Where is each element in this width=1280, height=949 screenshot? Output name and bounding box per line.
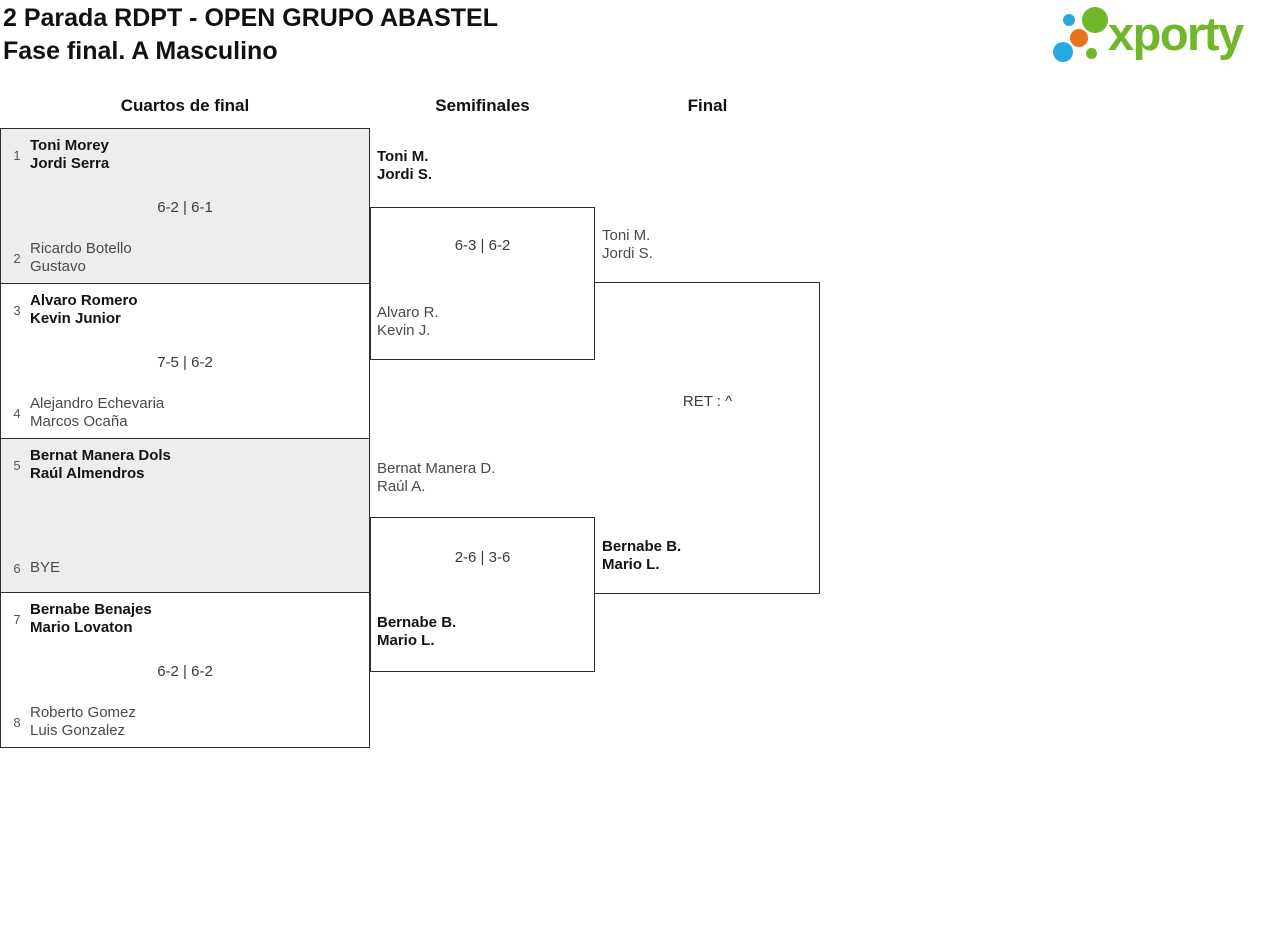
- team-entry: 1 Toni Morey Jordi Serra: [9, 137, 109, 173]
- round-header-quarterfinals: Cuartos de final: [120, 96, 250, 115]
- player-name: Roberto Gomez: [30, 704, 136, 721]
- final-team1-names: Toni M. Jordi S.: [602, 227, 653, 263]
- team-names: Ricardo Botello Gustavo: [30, 240, 132, 276]
- tournament-title: 2 Parada RDPT - OPEN GRUPO ABASTEL: [3, 4, 498, 32]
- sf2-team1-names: Bernat Manera D. Raúl A.: [377, 460, 495, 496]
- seed-number: 6: [13, 560, 21, 576]
- team-names: Alejandro Echevaria Marcos Ocaña: [30, 395, 164, 431]
- player-name: Marcos Ocaña: [30, 413, 128, 430]
- round-header-final: Final: [687, 96, 728, 115]
- logo-dot-blue-large-icon: [1053, 42, 1073, 62]
- sf2-team2-names: Bernabe B. Mario L.: [377, 614, 456, 650]
- player-name: Raúl A.: [377, 478, 426, 495]
- seed-number: 3: [13, 302, 21, 318]
- player-name: Bernabe B.: [377, 614, 457, 631]
- logo-dot-orange-icon: [1070, 29, 1088, 47]
- player-name: Mario L.: [377, 632, 435, 649]
- phase-subtitle: Fase final. A Masculino: [3, 37, 278, 65]
- team-names: Bernat Manera Dols Raúl Almendros: [30, 447, 171, 483]
- qf-match-2: 3 Alvaro Romero Kevin Junior 7-5 | 6-2 4…: [1, 284, 369, 439]
- player-name: Toni Morey: [30, 137, 109, 154]
- team-names: BYE: [30, 559, 60, 577]
- seed-number: 1: [13, 147, 21, 163]
- player-name: Alvaro R.: [377, 304, 439, 321]
- quarterfinals-column: 1 Toni Morey Jordi Serra 6-2 | 6-1 2 Ric…: [0, 128, 370, 748]
- player-name: Bernat Manera D.: [377, 460, 496, 477]
- logo-dot-blue-small-icon: [1063, 14, 1075, 26]
- final-match-box: [595, 282, 820, 594]
- final-team2-names: Bernabe B. Mario L.: [602, 538, 681, 574]
- player-name: Jordi Serra: [30, 155, 110, 172]
- player-name: Toni M.: [602, 227, 651, 244]
- team-names: Bernabe Benajes Mario Lovaton: [30, 601, 152, 637]
- player-name: Kevin Junior: [30, 310, 121, 327]
- match-score: 7-5 | 6-2: [157, 354, 213, 371]
- sf2-score: 2-6 | 3-6: [454, 549, 511, 566]
- player-name: Alvaro Romero: [30, 292, 138, 309]
- seed-number: 4: [13, 405, 21, 421]
- qf-match-4: 7 Bernabe Benajes Mario Lovaton 6-2 | 6-…: [1, 593, 369, 747]
- page-title: 2 Parada RDPT - OPEN GRUPO ABASTEL Fase …: [3, 2, 763, 68]
- player-name: Jordi S.: [602, 245, 653, 262]
- logo-dot-green-large-icon: [1082, 7, 1108, 33]
- player-name: Toni M.: [377, 148, 429, 165]
- team-names: Roberto Gomez Luis Gonzalez: [30, 704, 136, 740]
- player-name: Bernabe B.: [602, 538, 682, 555]
- seed-number: 5: [13, 457, 21, 473]
- seed-number: 8: [13, 714, 21, 730]
- team-entry: 6 BYE: [9, 550, 60, 586]
- team-names: Alvaro Romero Kevin Junior: [30, 292, 138, 328]
- team-entry: 4 Alejandro Echevaria Marcos Ocaña: [9, 395, 164, 431]
- player-name: Ricardo Botello: [30, 240, 132, 257]
- player-name: Bernat Manera Dols: [30, 447, 171, 464]
- logo-dot-green-small-icon: [1086, 48, 1097, 59]
- player-name: Luis Gonzalez: [30, 722, 126, 739]
- player-name: Jordi S.: [377, 166, 433, 183]
- player-name: Alejandro Echevaria: [30, 395, 165, 412]
- qf-match-3: 5 Bernat Manera Dols Raúl Almendros 6 BY…: [1, 439, 369, 593]
- seed-number: 7: [13, 611, 21, 627]
- player-name: Bernabe Benajes: [30, 601, 152, 618]
- sf-match-2-box: [370, 517, 595, 672]
- logo-wordmark: xporty: [1108, 7, 1244, 60]
- xporty-logo[interactable]: xporty: [1050, 0, 1278, 78]
- team-entry: 7 Bernabe Benajes Mario Lovaton: [9, 601, 152, 637]
- sf1-score: 6-3 | 6-2: [454, 237, 511, 254]
- sf-match-1-box: [370, 207, 595, 360]
- match-score: 6-2 | 6-2: [157, 663, 213, 680]
- player-name: BYE: [30, 559, 61, 576]
- sf1-team1-names: Toni M. Jordi S.: [377, 148, 432, 184]
- player-name: Gustavo: [30, 258, 86, 275]
- player-name: Raúl Almendros: [30, 465, 145, 482]
- team-names: Toni Morey Jordi Serra: [30, 137, 109, 173]
- sf1-team2-names: Alvaro R. Kevin J.: [377, 304, 439, 340]
- player-name: Mario L.: [602, 556, 660, 573]
- player-name: Mario Lovaton: [30, 619, 133, 636]
- team-entry: 5 Bernat Manera Dols Raúl Almendros: [9, 447, 171, 483]
- team-entry: 2 Ricardo Botello Gustavo: [9, 240, 132, 276]
- qf-match-1: 1 Toni Morey Jordi Serra 6-2 | 6-1 2 Ric…: [1, 129, 369, 284]
- seed-number: 2: [13, 250, 21, 266]
- match-score: 6-2 | 6-1: [157, 199, 213, 216]
- player-name: Kevin J.: [377, 322, 431, 339]
- team-entry: 3 Alvaro Romero Kevin Junior: [9, 292, 138, 328]
- round-header-semifinals: Semifinales: [435, 96, 530, 115]
- team-entry: 8 Roberto Gomez Luis Gonzalez: [9, 704, 136, 740]
- final-score: RET : ^: [682, 393, 733, 410]
